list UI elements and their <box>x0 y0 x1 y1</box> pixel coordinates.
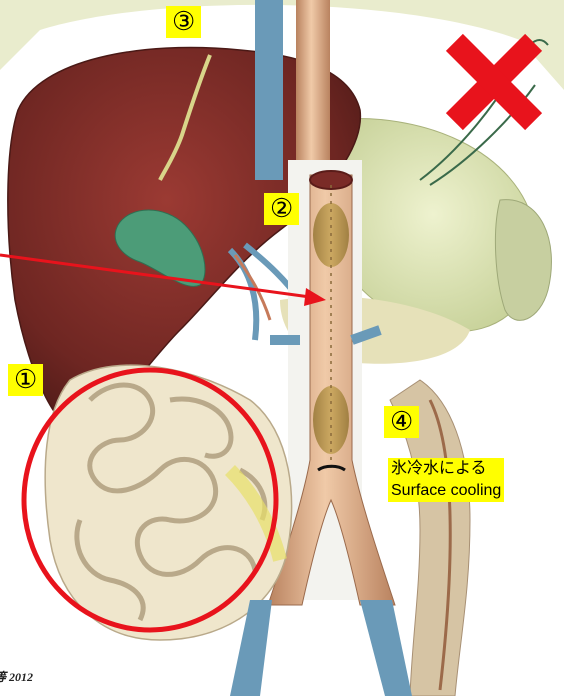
label-2: ② <box>264 193 299 225</box>
cooling-caption: 氷冷水による Surface cooling <box>388 458 504 502</box>
aorta-upper <box>296 0 330 170</box>
label-4: ④ <box>384 406 419 438</box>
label-1: ① <box>8 364 43 396</box>
ivc-upper <box>255 0 283 180</box>
caption-line-1: 氷冷水による <box>388 458 504 480</box>
caption-line-2: Surface cooling <box>388 480 504 502</box>
source-credit: 等 2012 <box>0 668 33 685</box>
label-3: ③ <box>166 6 201 38</box>
